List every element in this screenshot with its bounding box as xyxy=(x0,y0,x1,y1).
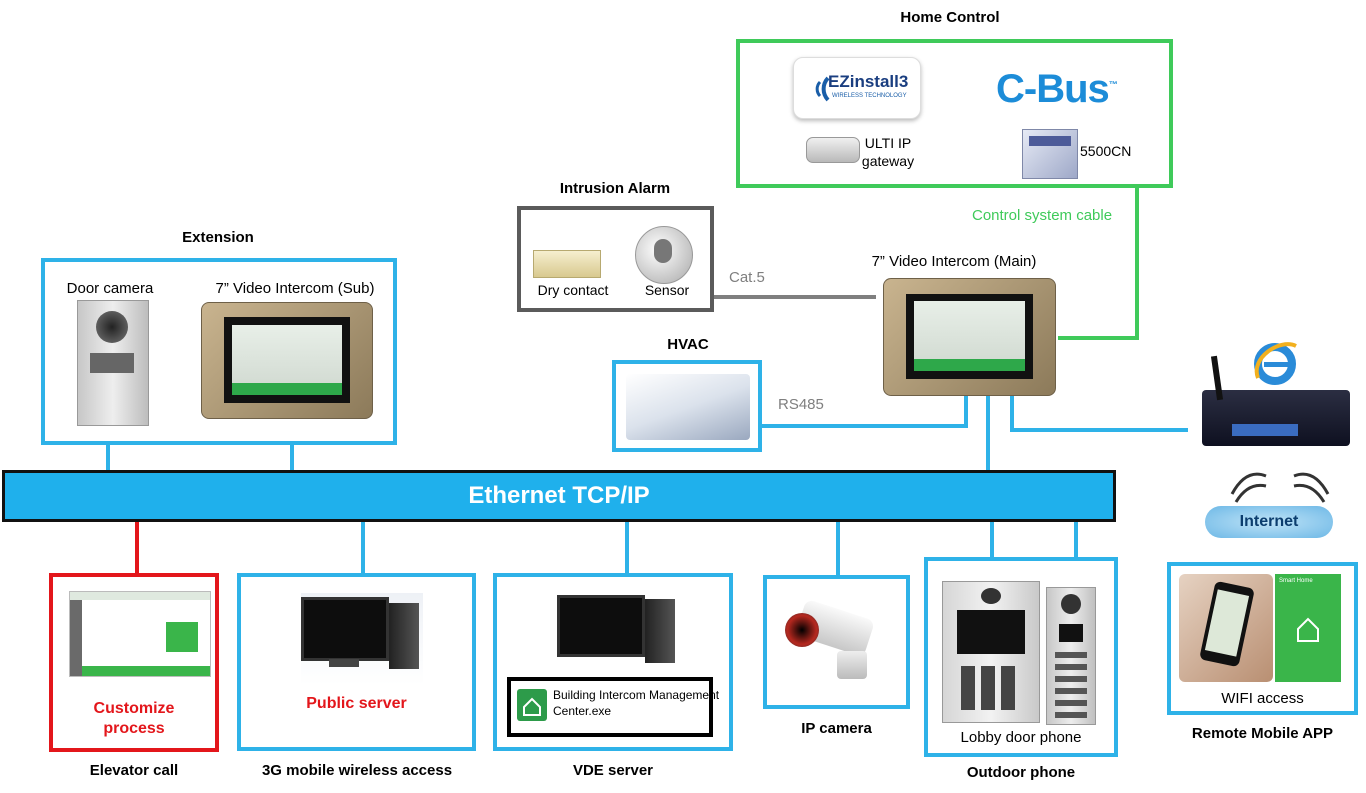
intrusion-alarm-box: Dry contact Sensor xyxy=(517,206,714,312)
main-intercom-device xyxy=(883,278,1056,396)
wireless-waves-icon xyxy=(815,76,830,102)
hvac-title: HVAC xyxy=(667,336,709,353)
door-camera-label: Door camera xyxy=(66,280,154,297)
router-wire xyxy=(1010,394,1188,432)
ip-camera-device xyxy=(777,598,887,681)
wifi-router-device xyxy=(1202,390,1350,446)
customize-process-label: Customize process xyxy=(53,699,215,739)
rs485-wire xyxy=(762,394,968,428)
exe-line1: Building Intercom Management xyxy=(553,688,720,702)
main-intercom-label: 7” Video Intercom (Main) xyxy=(871,253,1037,270)
sensor-device xyxy=(635,226,693,284)
rs485-label: RS485 xyxy=(778,396,824,413)
exe-shortcut[interactable]: Building Intercom Management Center.exe xyxy=(507,677,719,737)
smart-home-text: Smart Home xyxy=(1279,578,1313,584)
ezinstall-logo: EZinstall3 WIRELESS TECHNOLOGY xyxy=(793,57,921,119)
cn-5500-device xyxy=(1022,129,1078,179)
public-server-computer xyxy=(301,593,423,685)
control-system-cable-wire xyxy=(1058,188,1139,340)
vde-server-computer xyxy=(557,591,679,677)
ezinstall-tagline: WIRELESS TECHNOLOGY xyxy=(832,93,907,99)
wifi-waves-icon xyxy=(1230,472,1330,503)
exe-filename: Building Intercom Management Center.exe xyxy=(553,687,719,719)
outdoor-phone-box: Lobby door phone xyxy=(924,557,1118,757)
sensor-label: Sensor xyxy=(644,282,690,298)
ezinstall-logo-text: EZinstall3 xyxy=(828,72,909,91)
ulti-gateway-label: ULTI IP gateway xyxy=(858,134,918,170)
ethernet-tcpip-bus: Ethernet TCP/IP xyxy=(2,470,1116,522)
cn-5500-label: 5500CN xyxy=(1080,143,1132,159)
outdoor-panel-device xyxy=(1046,587,1096,725)
customize-line2: process xyxy=(103,720,165,737)
cbus-logo: C-Bus™ xyxy=(996,67,1118,112)
vde-server-box: Building Intercom Management Center.exe xyxy=(493,573,733,751)
mobile-3g-box: Public server xyxy=(237,573,476,751)
sub-intercom-label: 7” Video Intercom (Sub) xyxy=(215,280,375,297)
sub-intercom-device xyxy=(201,302,373,419)
control-system-cable-label: Control system cable xyxy=(972,207,1113,224)
elevator-call-box: Customize process xyxy=(49,573,219,752)
cat5-label: Cat.5 xyxy=(729,269,765,286)
ip-camera-box xyxy=(763,575,910,709)
home-app-icon xyxy=(517,689,547,721)
ulti-gateway-device xyxy=(806,137,860,163)
cbus-logo-text: C-Bus xyxy=(996,67,1110,111)
internet-cloud: Internet xyxy=(1205,506,1333,538)
lobby-door-phone-device xyxy=(942,581,1040,723)
hvac-device xyxy=(626,374,750,440)
cbus-trademark: ™ xyxy=(1108,79,1118,90)
intrusion-alarm-title: Intrusion Alarm xyxy=(559,180,671,197)
internet-explorer-icon xyxy=(1250,338,1300,388)
home-control-title: Home Control xyxy=(900,9,1000,26)
lobby-door-phone-label: Lobby door phone xyxy=(960,729,1082,746)
mobile-3g-title: 3G mobile wireless access xyxy=(261,762,453,779)
customize-line1: Customize xyxy=(93,700,175,717)
remote-app-title: Remote Mobile APP xyxy=(1191,725,1334,742)
wifi-access-label: WIFI access xyxy=(1221,690,1304,707)
elevator-screen xyxy=(69,591,211,677)
door-camera-device xyxy=(77,300,149,426)
exe-line2: Center.exe xyxy=(553,704,612,718)
public-server-label: Public server xyxy=(306,695,407,712)
elevator-call-title: Elevator call xyxy=(89,762,179,779)
ulti-label-line2: gateway xyxy=(861,153,915,169)
extension-box: Door camera 7” Video Intercom (Sub) xyxy=(41,258,397,445)
ip-camera-title: IP camera xyxy=(801,720,872,737)
ulti-label-line1: ULTI IP xyxy=(864,135,912,151)
home-icon xyxy=(1297,617,1319,642)
home-control-box: EZinstall3 WIRELESS TECHNOLOGY C-Bus™ UL… xyxy=(736,39,1173,188)
dry-contact-label: Dry contact xyxy=(537,282,609,298)
hvac-box xyxy=(612,360,762,452)
dry-contact-device xyxy=(533,250,601,278)
smart-home-app-screen: Smart Home xyxy=(1275,574,1341,682)
extension-title: Extension xyxy=(182,229,254,246)
outdoor-phone-title: Outdoor phone xyxy=(966,764,1076,781)
smartphone-in-hand xyxy=(1179,574,1273,682)
remote-app-box: Smart Home WIFI access xyxy=(1167,562,1358,715)
vde-server-title: VDE server xyxy=(572,762,654,779)
